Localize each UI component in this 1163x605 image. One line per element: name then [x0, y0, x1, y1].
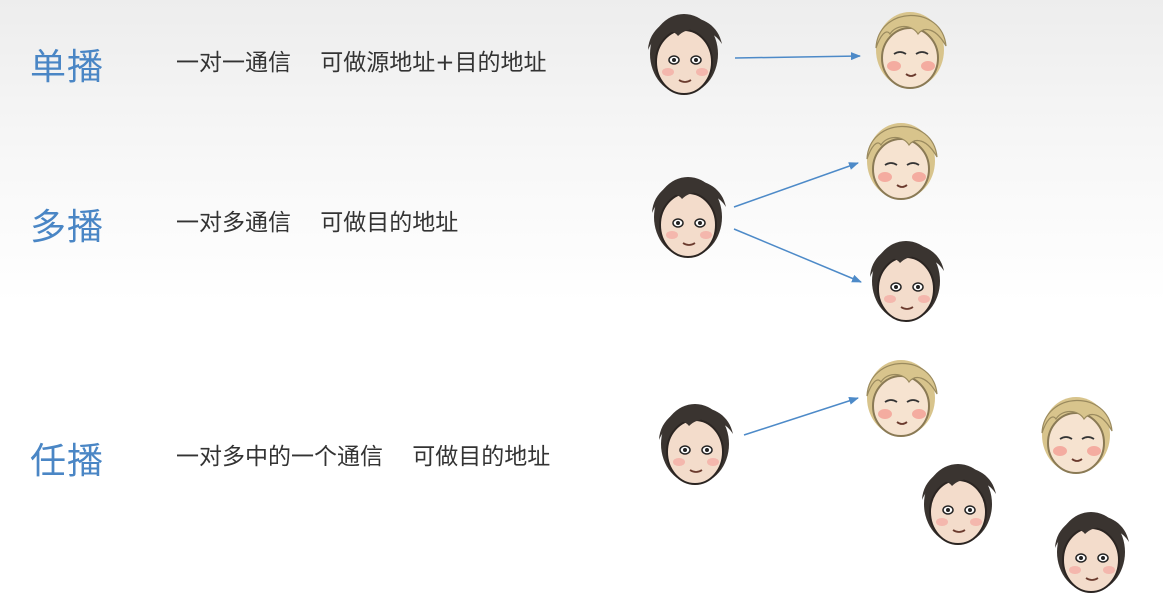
receiver-face	[875, 11, 947, 89]
unicast-description: 一对一通信 可做源地址+目的地址	[176, 50, 547, 76]
receiver-face	[869, 240, 945, 322]
group-member-face	[1041, 396, 1113, 474]
unicast-arrow	[734, 52, 861, 61]
receiver-face	[866, 359, 938, 437]
anycast-description: 一对多中的一个通信 可做目的地址	[176, 444, 551, 470]
sender-face	[647, 13, 723, 95]
anycast-title: 任播	[30, 441, 105, 482]
group-member-face	[921, 463, 997, 545]
sender-face	[651, 176, 727, 258]
unicast-title: 单播	[30, 47, 105, 88]
sender-face	[658, 403, 734, 485]
group-member-face	[1054, 511, 1130, 593]
multicast-arrow-2	[733, 228, 862, 283]
receiver-face	[866, 122, 938, 200]
multicast-description: 一对多通信 可做目的地址	[176, 210, 459, 236]
multicast-arrow-1	[733, 162, 859, 208]
multicast-title: 多播	[30, 207, 105, 248]
anycast-arrow	[743, 396, 859, 436]
